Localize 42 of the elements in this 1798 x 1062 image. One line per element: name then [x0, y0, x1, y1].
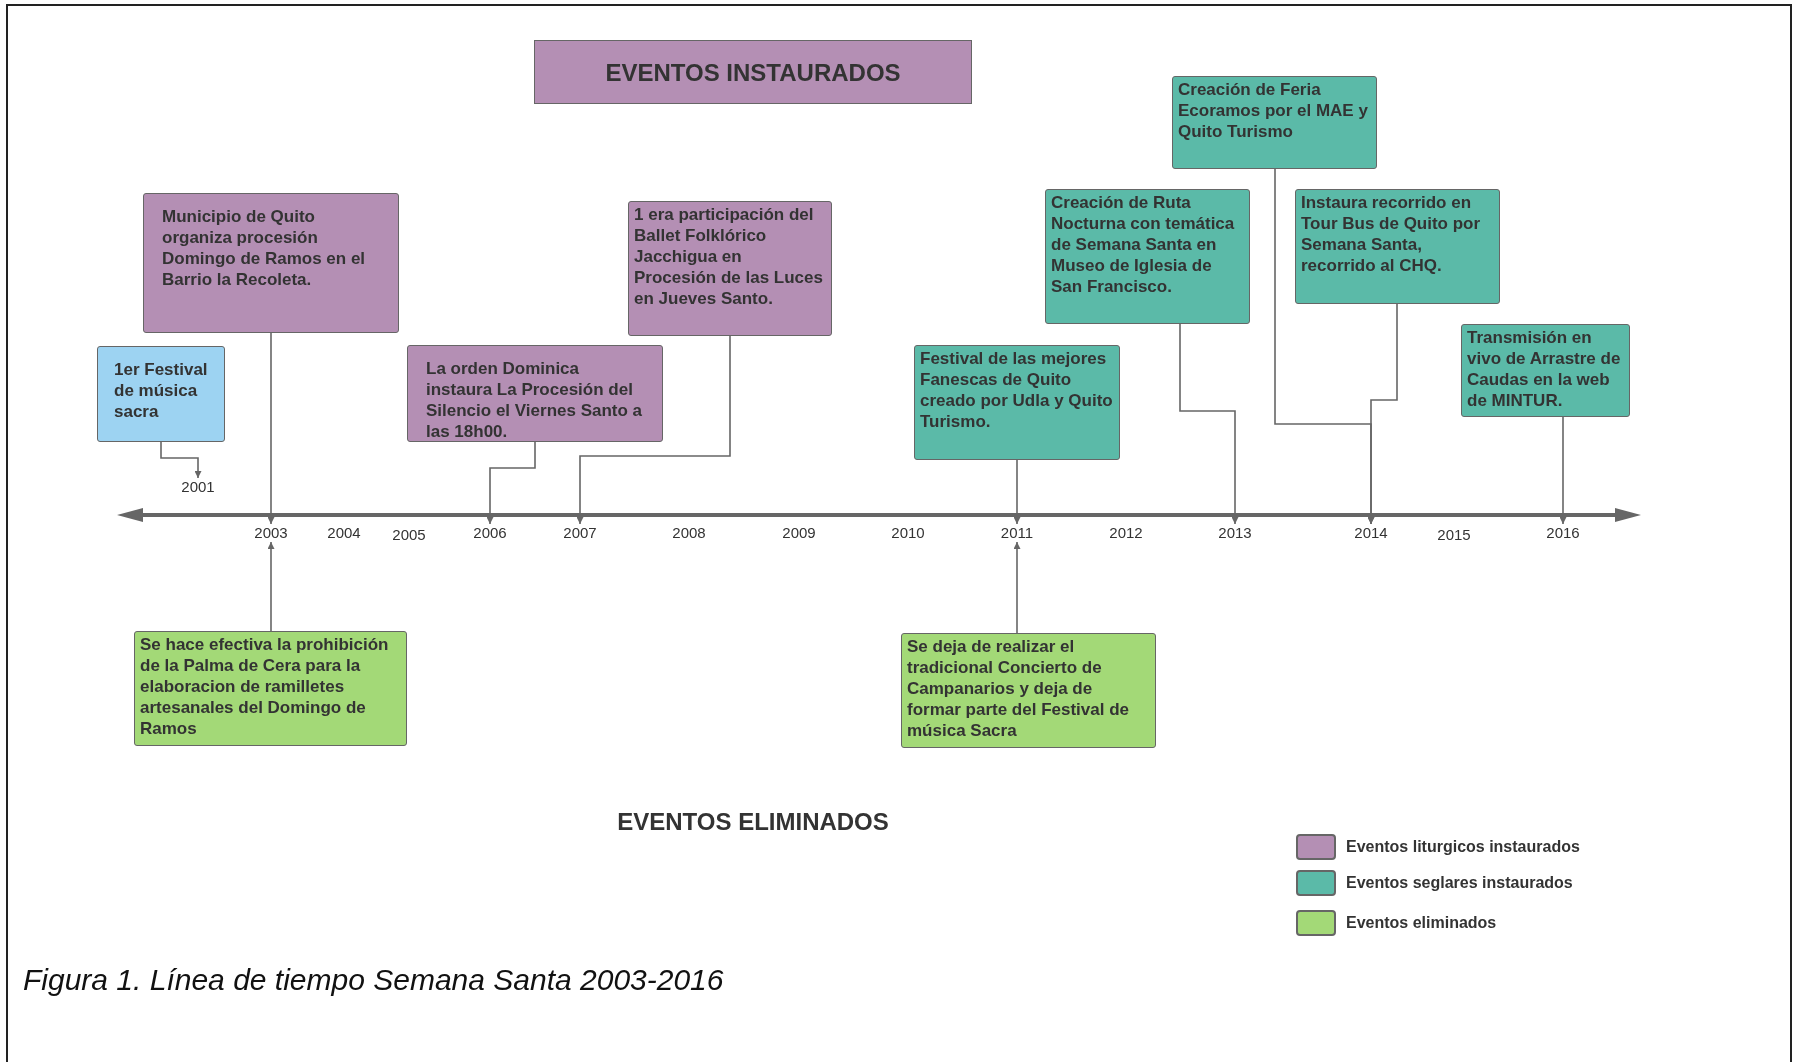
- event-box: Se hace efectiva la prohibición de la Palma de Cera para la elaboracion de ramilletes artesanales del Domingo de Ramos: [134, 631, 407, 746]
- year-label: 2009: [782, 524, 816, 542]
- arrow: [160, 441, 202, 479]
- heading-box: EVENTOS INSTAURADOS: [534, 40, 972, 104]
- year-label: 2003: [254, 524, 288, 542]
- event-box: Transmisión en vivo de Arrastre de Caudas en la web de MINTUR.: [1461, 324, 1630, 417]
- event-box: Festival de las mejores Fanescas de Quito creado por Udla y Quito Turismo.: [914, 345, 1120, 460]
- event-box: Instaura recorrido en Tour Bus de Quito por Semana Santa, recorrido al CHQ.: [1295, 189, 1500, 304]
- year-label: 2005: [392, 526, 426, 544]
- section-heading: EVENTOS ELIMINADOS: [617, 808, 889, 836]
- arrow: [576, 335, 731, 525]
- year-label: 2015: [1437, 526, 1471, 544]
- arrow: [1559, 416, 1567, 525]
- year-label: 2012: [1109, 524, 1143, 542]
- event-box: Creación de Ruta Nocturna con temática de Semana Santa en Museo de Iglesia de San Francisco.: [1045, 189, 1250, 324]
- year-label: 2007: [563, 524, 597, 542]
- event-box: 1 era participación del Ballet Folklórico Jacchigua en Procesión de las Luces en Jueves Santo.: [628, 201, 832, 336]
- legend-label: Eventos liturgicos instaurados: [1346, 838, 1580, 856]
- year-label: 2001: [181, 478, 215, 496]
- arrow: [486, 441, 536, 525]
- year-label: 2011: [1000, 524, 1034, 542]
- arrow: [1367, 303, 1398, 525]
- year-label: 2006: [473, 524, 507, 542]
- figure-caption: Figura 1. Línea de tiempo Semana Santa 2003-2016: [23, 963, 724, 997]
- arrow: [1013, 459, 1021, 525]
- arrow: [267, 541, 275, 632]
- event-box: La orden Dominica instaura La Procesión del Silencio el Viernes Santo a las 18h00.: [407, 345, 663, 442]
- arrow: [1013, 541, 1021, 634]
- year-label: 2010: [891, 524, 925, 542]
- arrow: [1179, 323, 1239, 525]
- year-label: 2016: [1546, 524, 1580, 542]
- year-label: 2014: [1354, 524, 1388, 542]
- arrow: [267, 332, 275, 525]
- year-label: 2013: [1218, 524, 1252, 542]
- year-label: 2008: [672, 524, 706, 542]
- legend-label: Eventos eliminados: [1346, 914, 1497, 932]
- event-box: Se deja de realizar el tradicional Concierto de Campanarios y deja de formar parte del Festival de música Sacra: [901, 633, 1156, 748]
- legend-label: Eventos seglares instaurados: [1346, 874, 1573, 892]
- event-box: 1er Festival de música sacra: [97, 346, 225, 442]
- year-label: 2004: [327, 524, 361, 542]
- event-box: Creación de Feria Ecoramos por el MAE y Quito Turismo: [1172, 76, 1377, 169]
- event-box: Municipio de Quito organiza procesión Domingo de Ramos en el Barrio la Recoleta.: [143, 193, 399, 333]
